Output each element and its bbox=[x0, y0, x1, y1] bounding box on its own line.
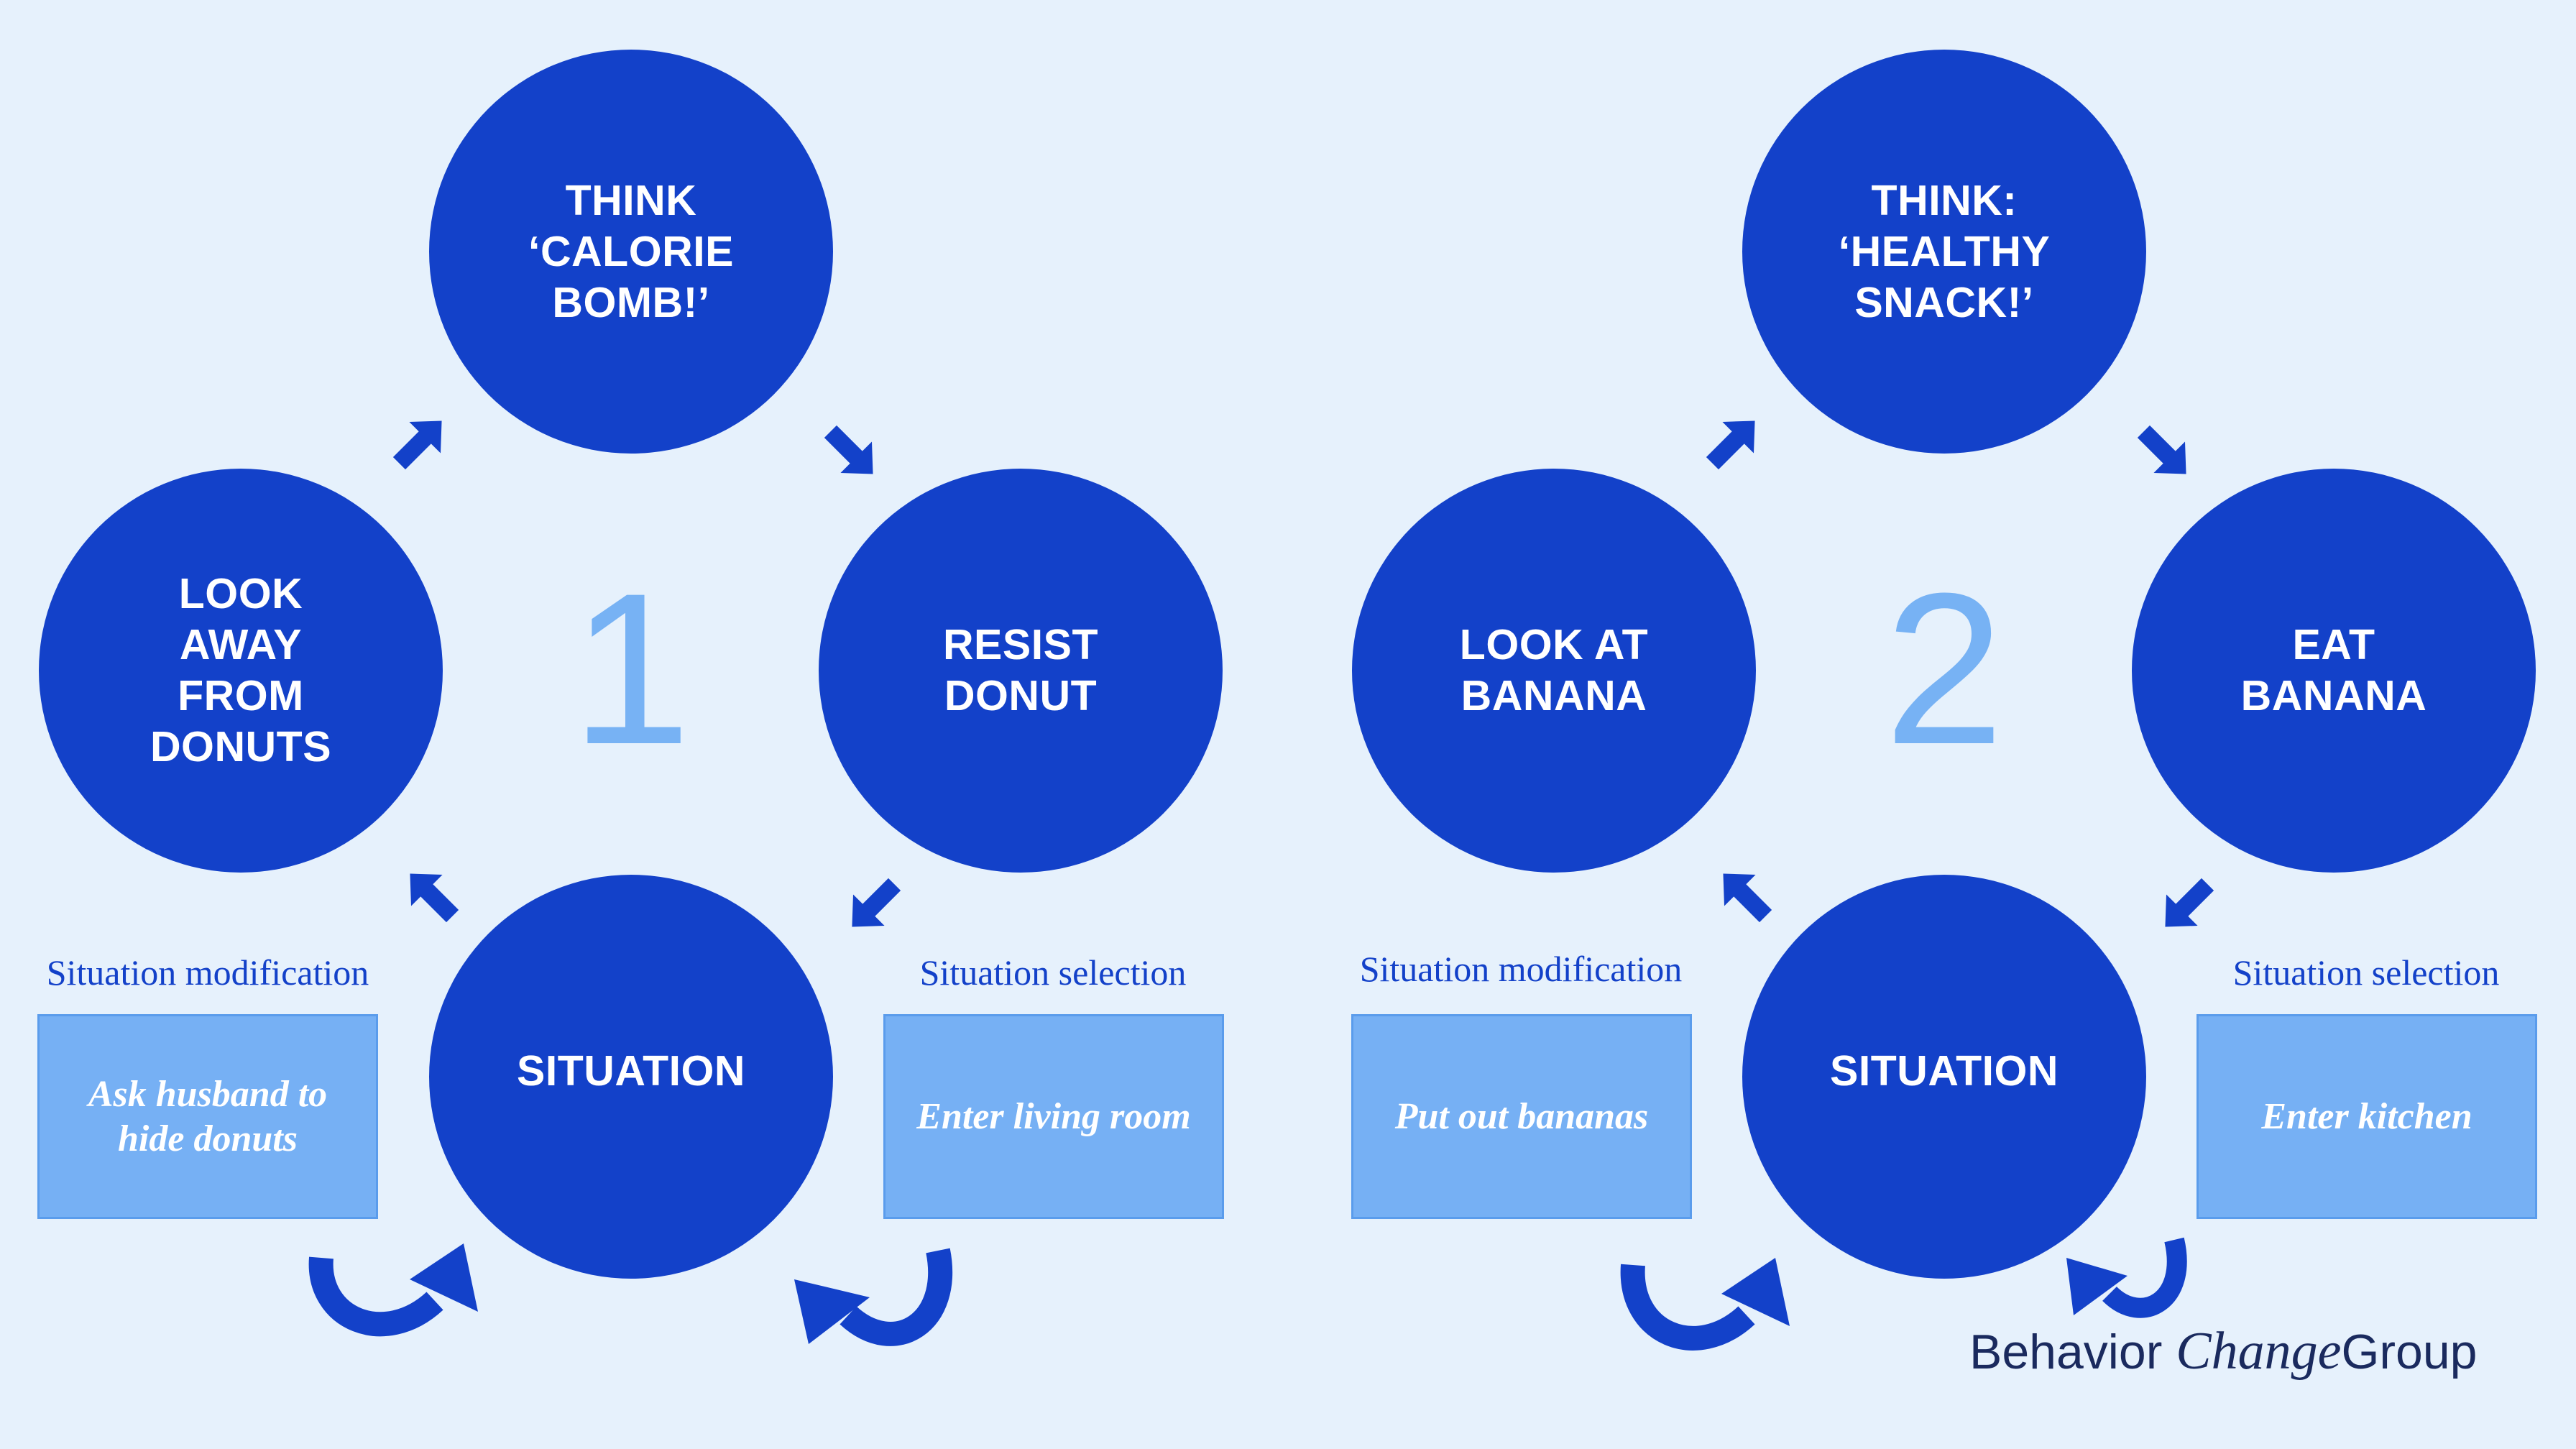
cycle-2-situation-circle: SITUATION bbox=[1742, 875, 2146, 1279]
brand-part-2: Change bbox=[2176, 1322, 2342, 1381]
straight-arrow-icon bbox=[410, 873, 459, 923]
cycle-1-situation-circle: SITUATION bbox=[429, 875, 833, 1279]
cycle-2-selection-text: Enter kitchen bbox=[2261, 1095, 2472, 1137]
curved-arrow-icon bbox=[2066, 1237, 2187, 1318]
straight-arrow-icon bbox=[2137, 425, 2186, 474]
cycle-1-selection-caption: Situation selection bbox=[919, 952, 1187, 993]
cycle-1-selection-box: Enter living room bbox=[883, 1014, 1224, 1219]
cycle-1-resist-circle: RESIST DONUT bbox=[819, 469, 1223, 873]
curved-arrow-icon bbox=[794, 1248, 953, 1346]
cycle-1-number: 1 bbox=[571, 548, 691, 789]
cycle-2-situation-label: SITUATION bbox=[1829, 1046, 2059, 1095]
cycle-1-look-circle: LOOK AWAY FROM DONUTS bbox=[39, 469, 443, 873]
cycle-2-think-label: THINK: ‘HEALTHY SNACK!’ bbox=[1838, 176, 2051, 326]
straight-arrow-icon bbox=[392, 420, 442, 470]
curved-arrow-icon bbox=[1620, 1258, 1790, 1351]
straight-arrow-icon bbox=[1706, 420, 1755, 470]
cycle-1-resist-label: RESIST DONUT bbox=[942, 621, 1099, 719]
cycle-2-number: 2 bbox=[1884, 548, 2005, 789]
brand-logo: Behavior ChangeGroup bbox=[1969, 1322, 2478, 1381]
cycle-1-selection-text: Enter living room bbox=[916, 1095, 1191, 1137]
cycle-2-think-circle: THINK: ‘HEALTHY SNACK!’ bbox=[1742, 50, 2146, 454]
straight-arrow-icon bbox=[824, 425, 873, 474]
cycle-2-modification-box: Put out bananas bbox=[1351, 1014, 1692, 1219]
cycle-2-selection-caption: Situation selection bbox=[2232, 952, 2500, 993]
brand-part-3: Group bbox=[2341, 1325, 2478, 1379]
cycle-1-modification-text: Ask husband to hide donuts bbox=[88, 1073, 328, 1159]
cycle-1-look-label: LOOK AWAY FROM DONUTS bbox=[150, 570, 332, 770]
cycle-2-selection-box: Enter kitchen bbox=[2196, 1014, 2537, 1219]
cycle-1-think-label: THINK ‘CALORIE BOMB!’ bbox=[528, 176, 734, 326]
cycle-2-look-circle: LOOK AT BANANA bbox=[1352, 469, 1756, 873]
cycle-1-modification-caption: Situation modification bbox=[46, 952, 369, 993]
brand-part-1: Behavior bbox=[1969, 1325, 2163, 1379]
straight-arrow-icon bbox=[852, 878, 901, 927]
cycle-2-modification-caption: Situation modification bbox=[1359, 949, 1683, 989]
cycle-2-eat-circle: EAT BANANA bbox=[2132, 469, 2536, 873]
straight-arrow-icon bbox=[2165, 878, 2214, 927]
cycle-1-situation-label: SITUATION bbox=[516, 1046, 746, 1095]
cycle-2-look-label: LOOK AT BANANA bbox=[1459, 621, 1649, 719]
cycle-2-modification-text: Put out bananas bbox=[1394, 1095, 1649, 1137]
straight-arrow-icon bbox=[1723, 873, 1772, 923]
cycle-1-think-circle: THINK ‘CALORIE BOMB!’ bbox=[429, 50, 833, 454]
cycle-2-eat-label: EAT BANANA bbox=[2240, 621, 2427, 719]
cycle-1-modification-box: Ask husband to hide donuts bbox=[37, 1014, 378, 1219]
curved-arrow-icon bbox=[308, 1243, 478, 1337]
